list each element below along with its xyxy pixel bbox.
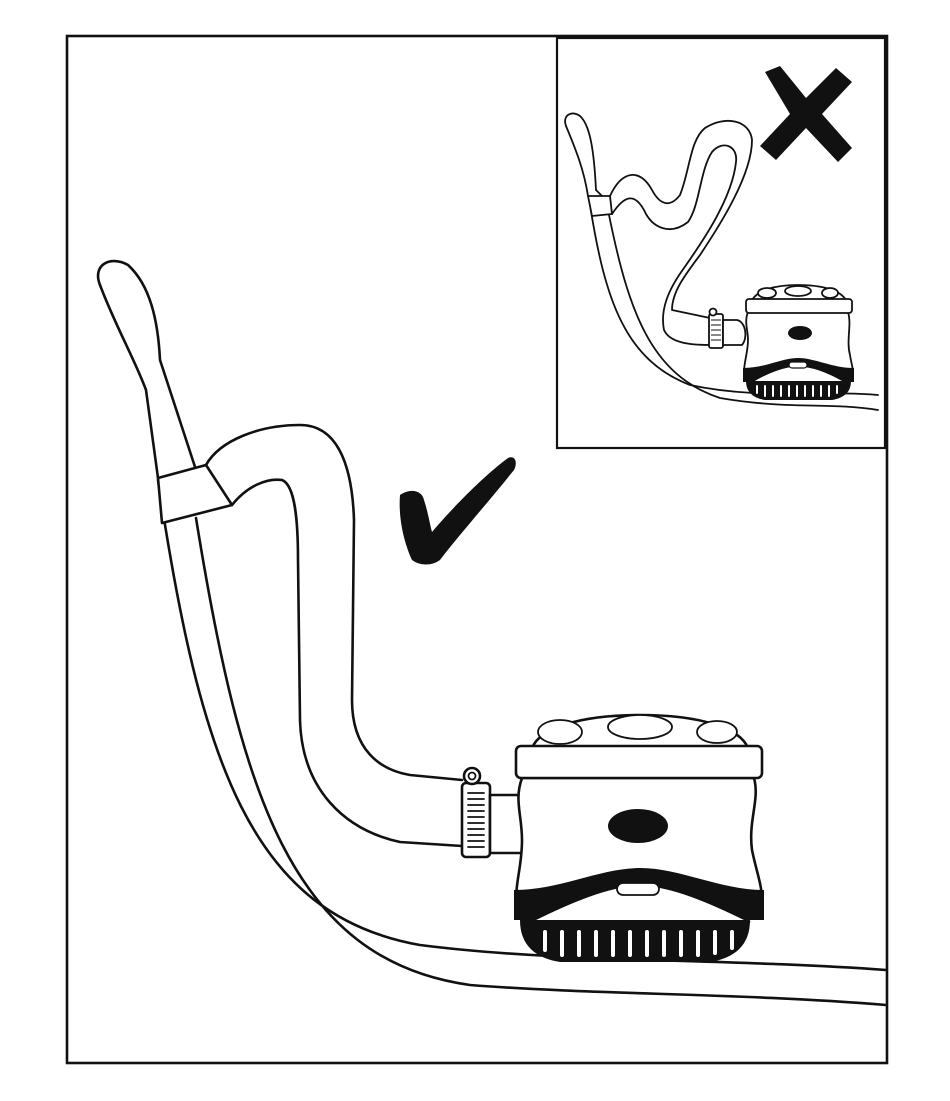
bilge-pump-correct [490,715,764,962]
inset-panel [557,38,885,448]
pump-label-oval [608,809,668,843]
